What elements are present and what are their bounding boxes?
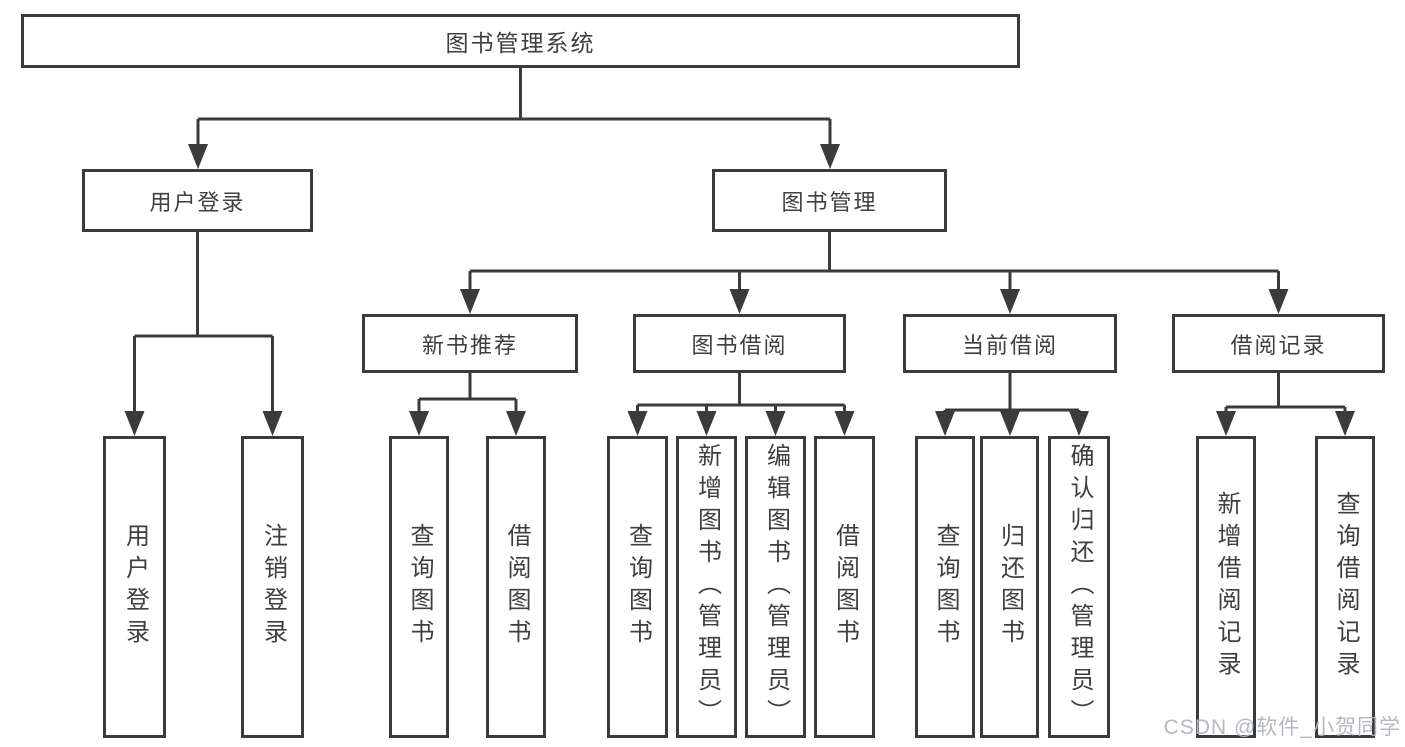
arrowhead-icon — [834, 411, 855, 436]
node-feature-bb-edit-books-admin: 编辑图书（管理员） — [745, 436, 806, 738]
node-feature-user-login: 用户登录 — [103, 436, 166, 738]
arrowhead-icon — [935, 411, 955, 436]
node-feature-nb-borrow-books: 借阅图书 — [486, 436, 546, 738]
arrowhead-icon — [627, 411, 648, 436]
node-feature-cb-return-books: 归还图书 — [980, 436, 1039, 738]
node-feature-br-query-record: 查询借阅记录 — [1315, 436, 1375, 738]
node-feature-nb-query-books: 查询图书 — [389, 436, 449, 738]
connector-current-borrow-to-features — [935, 373, 1089, 436]
connector-book-management-to-submodules — [460, 232, 1289, 314]
arrowhead-icon — [1335, 411, 1355, 436]
arrowhead-icon — [696, 411, 717, 436]
node-submodule-new-book-recommend: 新书推荐 — [362, 314, 578, 373]
connector-borrow-records-to-features — [1216, 373, 1355, 436]
arrowhead-icon — [1216, 411, 1236, 436]
arrowhead-icon — [188, 144, 208, 169]
node-submodule-book-borrow: 图书借阅 — [633, 314, 846, 373]
node-submodule-current-borrow: 当前借阅 — [903, 314, 1117, 373]
connector-root-to-modules — [188, 68, 840, 169]
node-feature-bb-borrow-books: 借阅图书 — [814, 436, 875, 738]
arrowhead-icon — [765, 411, 786, 436]
node-feature-cb-confirm-return-admin: 确认归还（管理员） — [1048, 436, 1110, 738]
arrowhead-icon — [409, 411, 429, 436]
arrowhead-icon — [1000, 411, 1020, 436]
node-submodule-borrow-records: 借阅记录 — [1172, 314, 1385, 373]
arrowhead-icon — [1268, 289, 1289, 314]
node-feature-bb-query-books: 查询图书 — [607, 436, 668, 738]
node-feature-logout: 注销登录 — [241, 436, 304, 738]
arrowhead-icon — [1069, 411, 1089, 436]
arrowhead-icon — [506, 411, 526, 436]
arrowhead-icon — [820, 144, 840, 169]
arrowhead-icon — [262, 411, 283, 436]
csdn-watermark: CSDN @软件_小贺同学 — [1163, 716, 1401, 739]
connector-book-borrow-to-features — [627, 373, 855, 436]
arrowhead-icon — [1000, 289, 1020, 314]
node-module-user-login: 用户登录 — [82, 169, 313, 232]
arrowhead-icon — [124, 411, 145, 436]
node-module-book-management: 图书管理 — [712, 169, 947, 232]
arrowhead-icon — [460, 289, 480, 314]
node-feature-bb-add-books-admin: 新增图书（管理员） — [676, 436, 737, 738]
arrowhead-icon — [729, 289, 750, 314]
node-root-system: 图书管理系统 — [21, 14, 1020, 68]
node-feature-cb-query-books: 查询图书 — [915, 436, 975, 738]
connector-new-book-to-features — [409, 373, 526, 436]
connector-user-login-to-features — [124, 232, 283, 436]
node-feature-br-add-record: 新增借阅记录 — [1196, 436, 1256, 738]
